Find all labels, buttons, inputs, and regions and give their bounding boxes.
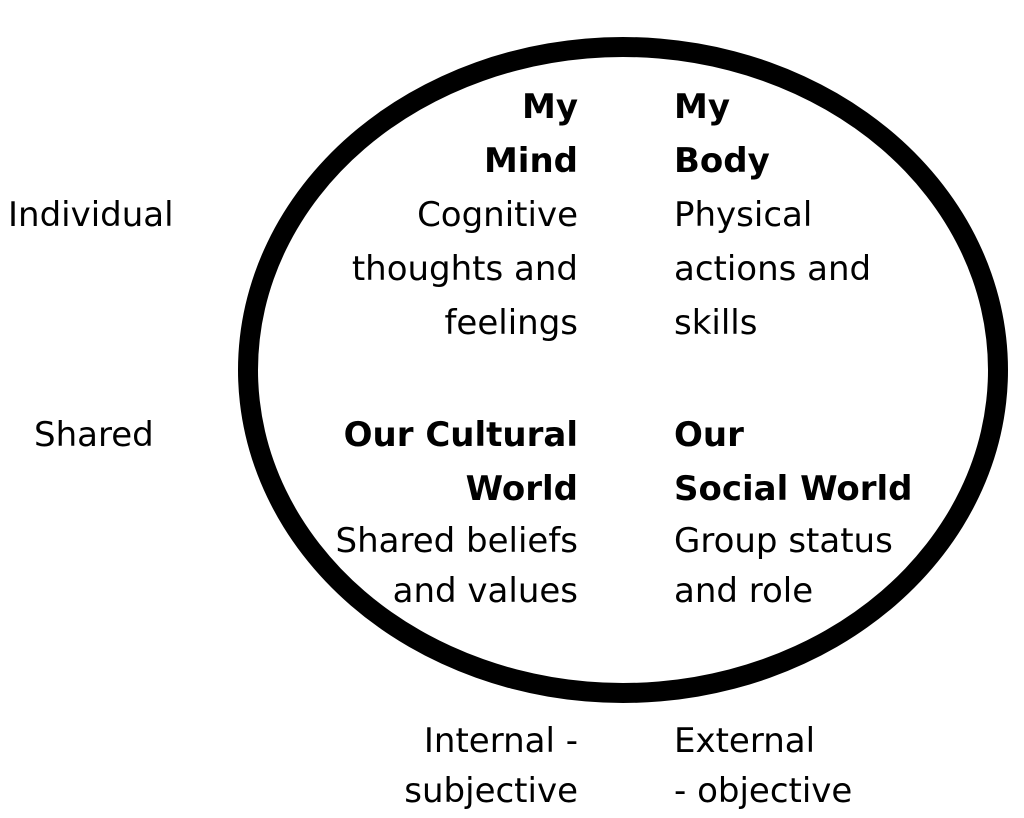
quadrant-title: Our	[674, 415, 744, 455]
row-label-shared: Shared	[34, 415, 154, 455]
quadrant-description: Physical	[674, 195, 813, 235]
quadrant-description: Group status	[674, 521, 893, 561]
quadrant-title: My	[522, 87, 578, 127]
quadrant-title: Our Cultural	[343, 415, 578, 455]
column-label-line: Internal -	[423, 721, 578, 761]
quadrant-description: Shared beliefs	[335, 521, 579, 561]
quadrant-description: and values	[392, 571, 578, 611]
quadrant-description: feelings	[444, 303, 578, 343]
quadrant-my-body: My Body Physical actions and skills	[674, 80, 871, 350]
quadrant-title: World	[465, 469, 578, 509]
column-label-line: External	[674, 721, 816, 761]
quadrant-description: thoughts and	[351, 249, 578, 289]
quadrant-description: skills	[674, 303, 758, 343]
row-label-individual: Individual	[8, 195, 174, 235]
quadrant-title: Mind	[483, 141, 578, 181]
column-label-internal: Internal - subjective	[404, 716, 578, 816]
quadrant-title: Social World	[674, 469, 913, 509]
quadrant-description: Cognitive	[417, 195, 578, 235]
quadrant-description: actions and	[674, 249, 872, 289]
quadrant-my-mind: My Mind Cognitive thoughts and feelings	[352, 80, 578, 350]
column-label-external: External - objective	[674, 716, 852, 816]
column-label-line: - objective	[674, 771, 853, 811]
quadrant-our-social-world: Our Social World Group status and role	[674, 408, 913, 616]
quadrant-our-cultural-world: Our Cultural World Shared beliefs and va…	[336, 408, 579, 616]
quadrant-description: and role	[674, 571, 814, 611]
quadrant-title: Body	[674, 141, 770, 181]
column-label-line: subjective	[404, 771, 578, 811]
quadrant-title: My	[674, 87, 730, 127]
